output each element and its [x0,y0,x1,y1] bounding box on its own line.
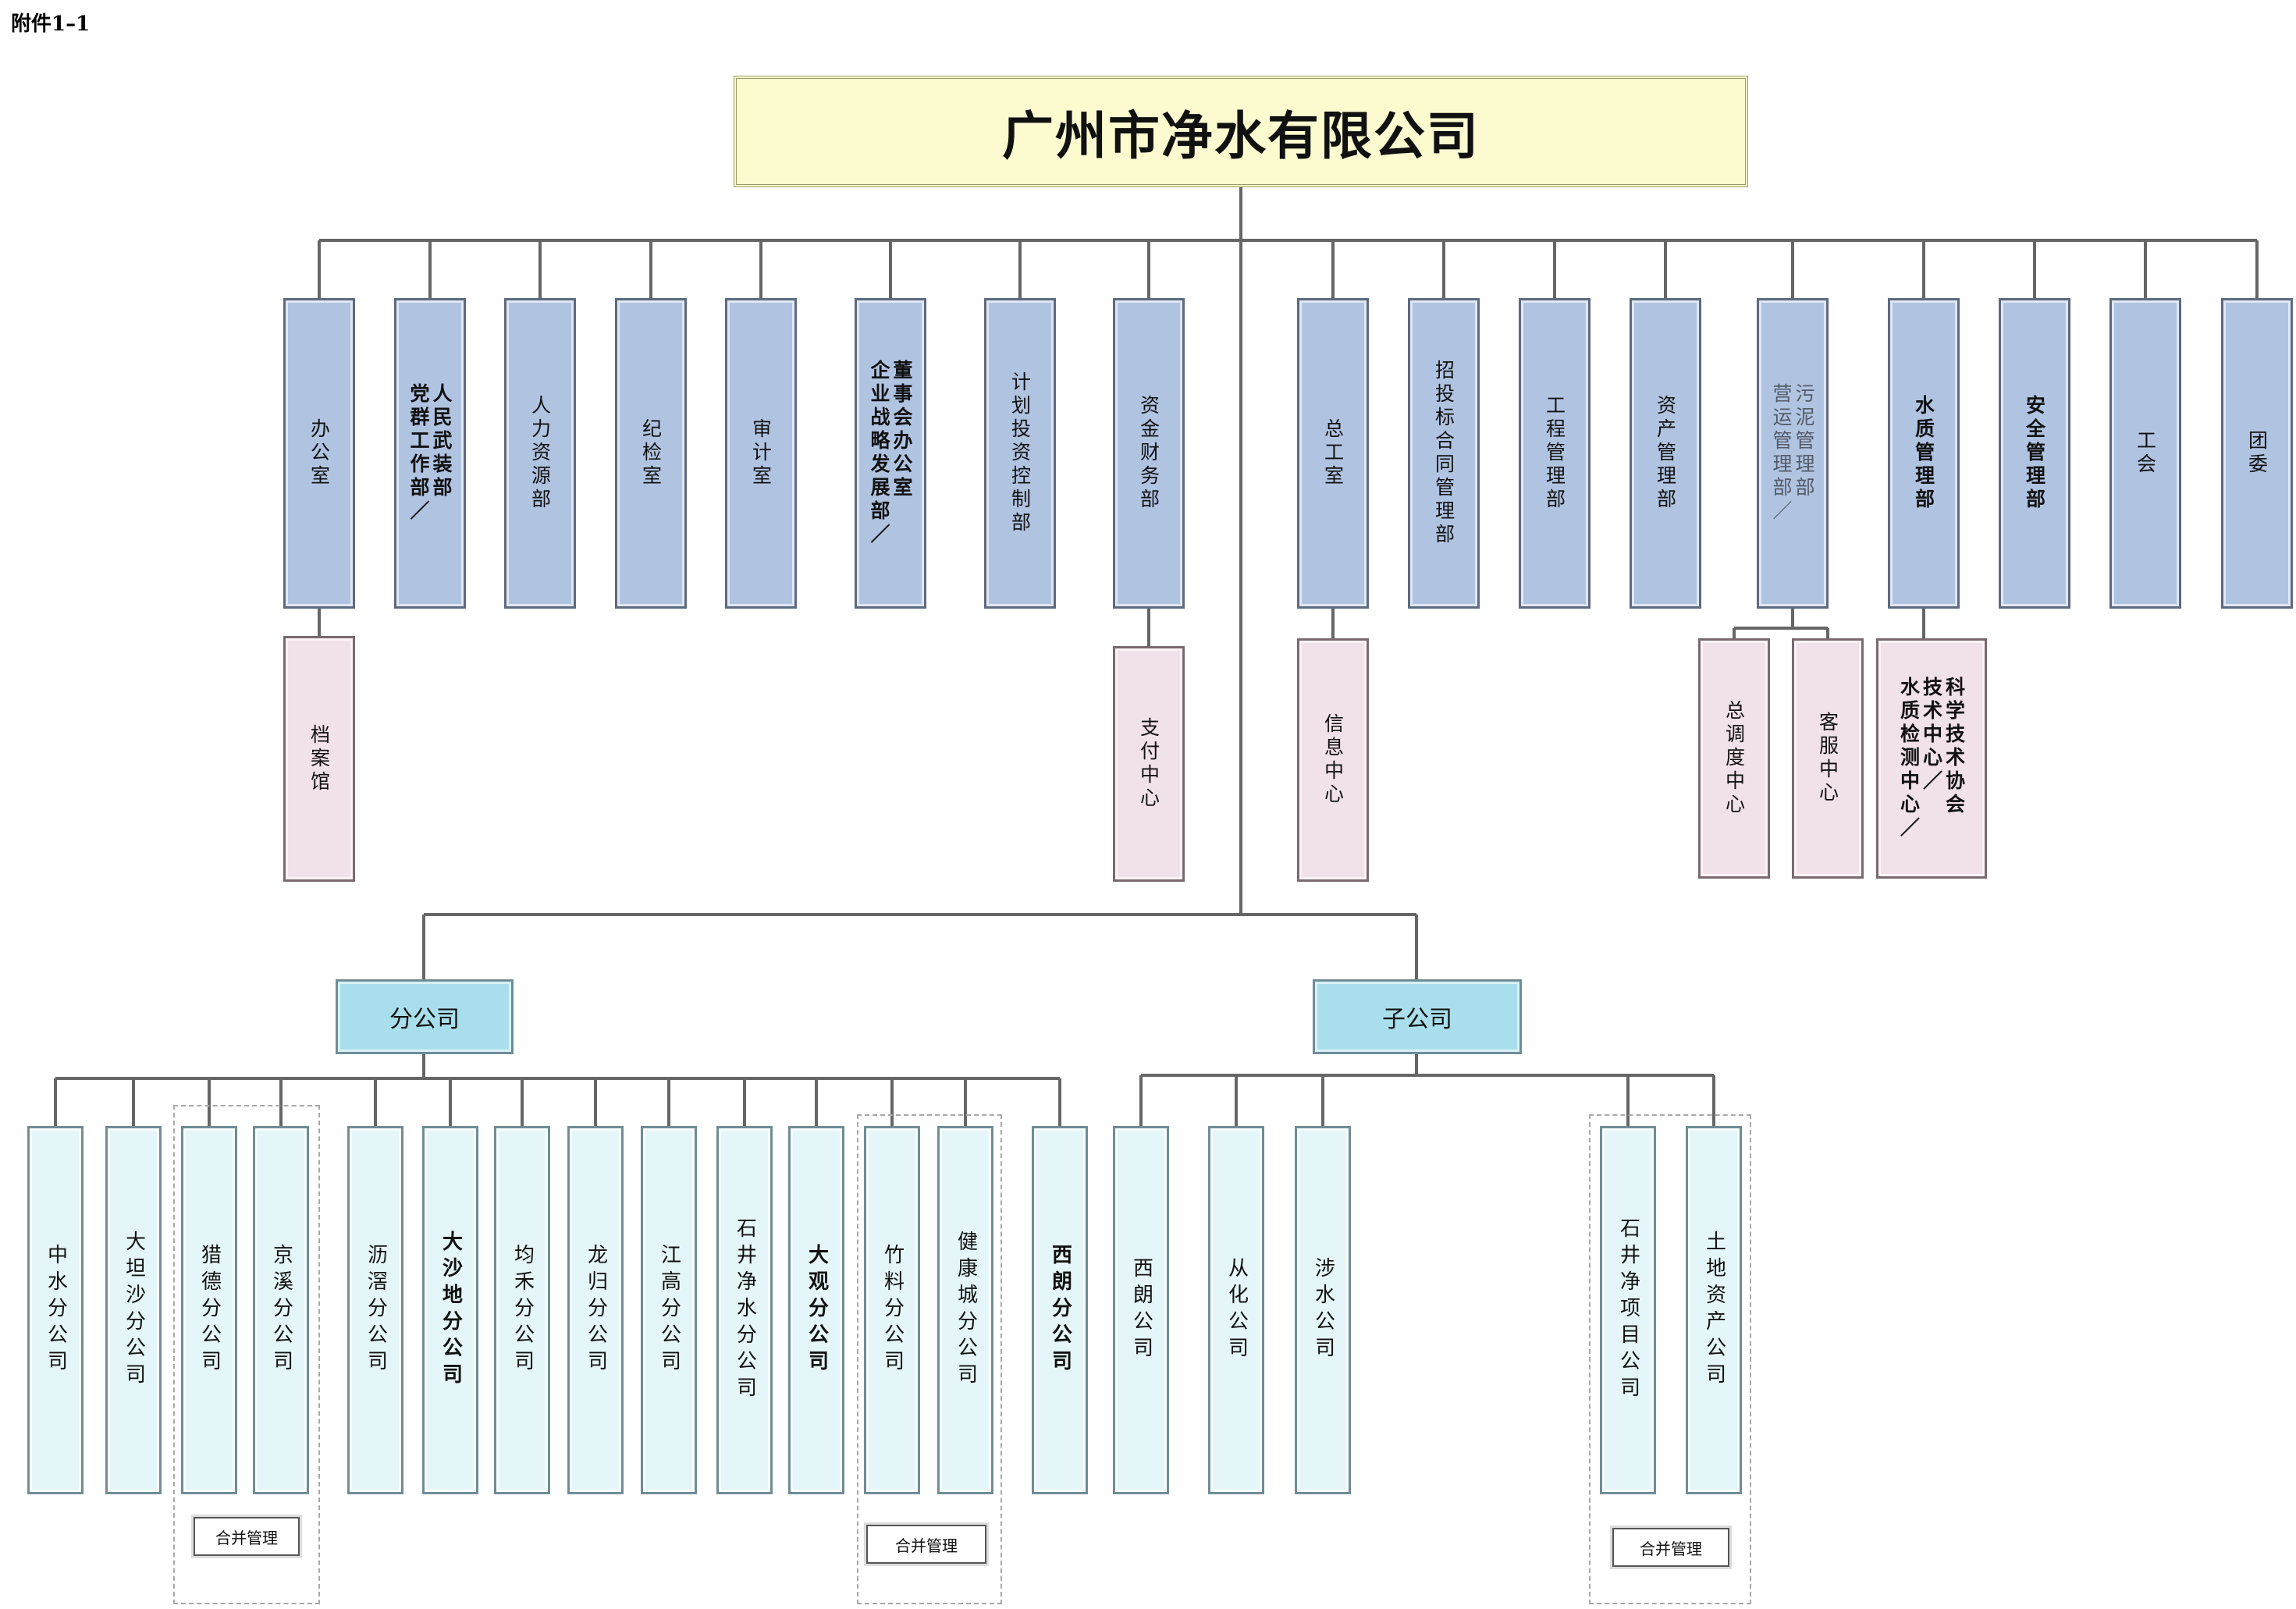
department-box-label: 团委 [2245,430,2269,477]
branch-company-box-label: 江高分公司 [657,1244,681,1376]
branch-company-box: 西朗分公司 [1032,1126,1088,1494]
subsidiary-group-box: 子公司 [1313,979,1522,1054]
department-box-label: 工会 [2134,430,2157,477]
branch-company-box: 猎德分公司 [181,1126,237,1494]
sub-unit-box-label: 科学技术协会 技术中心／ 水质检测中心／ [1897,677,1966,840]
merged-management-frame [1589,1114,1751,1604]
department-box: 资产管理部 [1630,298,1701,609]
department-box: 团委 [2221,298,2293,609]
branch-company-box: 石井净水分公司 [716,1126,773,1494]
subsidiary-group-box-label: 子公司 [1382,1006,1452,1033]
company-name: 广州市净水有限公司 [1002,105,1480,166]
merged-management-label: 合并管理 [191,1515,302,1558]
branch-company-box-label: 大坦沙分公司 [122,1231,146,1390]
department-box-label: 董事会办公室 企业战略发展部／ [868,360,913,547]
branch-company-box-label: 京溪分公司 [269,1244,293,1376]
branch-company-box: 江高分公司 [641,1126,697,1494]
department-box: 纪检室 [615,298,687,609]
branch-company-box-label: 龙归分公司 [584,1244,608,1376]
company-root: 广州市净水有限公司 [734,76,1748,187]
department-box-label: 计划投资控制部 [1008,371,1032,535]
branch-company-box-label: 西朗分公司 [1048,1244,1072,1376]
department-box: 计划投资控制部 [984,298,1056,609]
merged-management-frame [857,1114,1002,1604]
branch-company-box: 均禾分公司 [494,1126,550,1494]
sub-unit-box: 客服中心 [1792,638,1864,879]
department-box-label: 资金财务部 [1137,395,1160,512]
department-box: 工会 [2109,298,2181,609]
branch-company-box: 大观分公司 [788,1126,844,1494]
subsidiary-company-box-label: 石井净项目公司 [1616,1217,1640,1403]
department-box: 人民武装部 党群工作部／ [394,298,466,609]
department-box-label: 安全管理部 [2023,395,2046,512]
merged-management-label: 合并管理 [864,1522,989,1566]
department-box-label: 工程管理部 [1543,395,1566,512]
department-box-label: 纪检室 [639,418,663,488]
branch-company-box: 健康城分公司 [937,1126,993,1494]
subsidiary-company-box-label: 涉水公司 [1311,1257,1335,1363]
department-box: 资金财务部 [1113,298,1185,609]
department-box-label: 人民武装部 党群工作部／ [407,383,453,524]
branch-company-box: 竹料分公司 [864,1126,920,1494]
department-box: 污泥管理部 营运管理部／ [1757,298,1829,609]
subsidiary-company-box-label: 西朗公司 [1129,1257,1153,1363]
department-box: 水质管理部 [1888,298,1960,609]
subsidiary-company-box: 从化公司 [1208,1126,1264,1494]
department-box: 招投标合同管理部 [1408,298,1480,609]
sub-unit-box: 科学技术协会 技术中心／ 水质检测中心／ [1876,638,1987,879]
merged-management-label: 合并管理 [1610,1526,1732,1569]
department-box-label: 审计室 [749,418,773,488]
sub-unit-box-label: 客服中心 [1816,712,1839,805]
sub-unit-box-label: 档案馆 [307,723,331,794]
subsidiary-company-box: 西朗公司 [1113,1126,1169,1494]
branch-company-box-label: 大沙地分公司 [439,1231,463,1390]
department-box-label: 招投标合同管理部 [1432,360,1455,547]
branch-company-box: 中水分公司 [27,1126,84,1494]
branch-company-box-label: 健康城分公司 [954,1231,978,1390]
department-box-label: 污泥管理部 营运管理部／ [1770,383,1815,524]
subsidiary-company-box: 涉水公司 [1295,1126,1351,1494]
branch-company-box-label: 石井净水分公司 [733,1217,757,1403]
sub-unit-box-label: 信息中心 [1321,713,1345,807]
sub-unit-box: 信息中心 [1297,638,1369,882]
sub-unit-box: 支付中心 [1113,646,1185,882]
department-box-label: 人力资源部 [528,395,552,512]
department-box: 总工室 [1297,298,1369,609]
branch-group-box: 分公司 [336,979,514,1054]
branch-company-box: 大坦沙分公司 [105,1126,162,1494]
merged-management-frame [173,1105,320,1604]
subsidiary-company-box: 土地资产公司 [1686,1126,1742,1494]
department-box-label: 办公室 [307,418,331,488]
sub-unit-box-label: 支付中心 [1137,717,1160,811]
branch-company-box: 沥滘分公司 [347,1126,403,1494]
department-box-label: 资产管理部 [1654,395,1677,512]
branch-company-box: 京溪分公司 [253,1126,309,1494]
sub-unit-box: 总调度中心 [1698,638,1770,879]
department-box: 工程管理部 [1519,298,1590,609]
attachment-label: 附件1–1 [11,12,91,36]
branch-company-box: 大沙地分公司 [422,1126,478,1494]
branch-company-box-label: 均禾分公司 [510,1244,535,1376]
department-box: 审计室 [725,298,797,609]
subsidiary-company-box-label: 从化公司 [1224,1257,1249,1363]
branch-company-box-label: 中水分公司 [44,1244,68,1376]
department-box-label: 总工室 [1321,418,1345,488]
department-box: 人力资源部 [504,298,576,609]
subsidiary-company-box-label: 土地资产公司 [1702,1231,1726,1390]
subsidiary-company-box: 石井净项目公司 [1600,1126,1656,1494]
branch-group-box-label: 分公司 [389,1006,460,1033]
sub-unit-box: 档案馆 [283,636,355,882]
branch-company-box-label: 竹料分公司 [880,1244,905,1376]
department-box: 安全管理部 [1999,298,2070,609]
department-box: 办公室 [283,298,355,609]
department-box: 董事会办公室 企业战略发展部／ [855,298,926,609]
sub-unit-box-label: 总调度中心 [1722,700,1746,817]
branch-company-box-label: 沥滘分公司 [364,1244,388,1376]
branch-company-box-label: 大观分公司 [805,1244,829,1376]
branch-company-box-label: 猎德分公司 [197,1244,222,1376]
branch-company-box: 龙归分公司 [567,1126,624,1494]
department-box-label: 水质管理部 [1912,395,1935,512]
